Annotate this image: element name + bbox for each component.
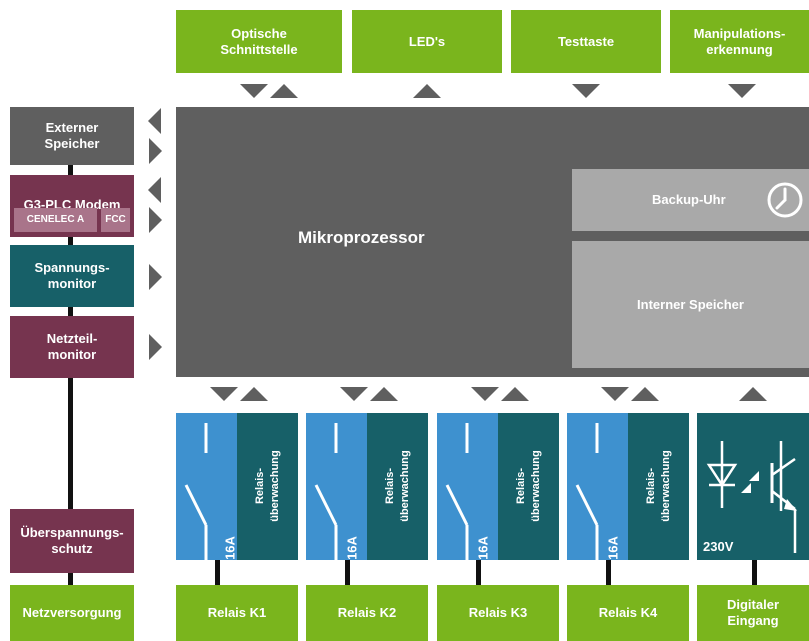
digital-input-line [752, 560, 757, 585]
relay-k1-monitor-box [237, 413, 298, 560]
arrow-left-modem [148, 177, 161, 203]
relay-k1-box: Relais K1 [176, 585, 298, 641]
arrow-up-k1 [240, 387, 268, 401]
power-supply-box: Netzversorgung [10, 585, 134, 641]
arrow-down-testtaste [572, 84, 600, 98]
g3-plc-modem-box: G3-PLC Modem CENELEC A FCC [10, 175, 134, 237]
relay-k3-line [476, 560, 481, 585]
relay-k3-rating: 16A [475, 536, 491, 560]
arrow-down-optical [240, 84, 268, 98]
relay-k2-box: Relais K2 [306, 585, 428, 641]
arrow-down-k1 [210, 387, 238, 401]
relay-k2-rating: 16A [344, 536, 360, 560]
arrow-right-modem [149, 207, 162, 233]
tamper-detection-box: Manipulations- erkennung [670, 10, 809, 73]
relay-k2-monitor-box [367, 413, 428, 560]
relay-k2-monitor-label: Relais- überwachung [384, 450, 411, 522]
relay-k1-monitor-label: Relais- überwachung [254, 450, 281, 522]
external-memory-box: Externer Speicher [10, 107, 134, 165]
relay-k3-switch-icon [445, 423, 469, 560]
arrow-up-k3 [501, 387, 529, 401]
relay-k4-box: Relais K4 [567, 585, 689, 641]
relay-k4-line [606, 560, 611, 585]
optocoupler-icon [706, 441, 797, 553]
arrow-up-optical [270, 84, 298, 98]
voltage-monitor-box: Spannungs- monitor [10, 245, 134, 307]
relay-k1-rating: 16A [222, 536, 238, 560]
arrow-right-external-memory [149, 138, 162, 164]
fcc-tag: FCC [101, 208, 130, 232]
relay-k4-switch-icon [575, 423, 599, 560]
relay-k1-line [215, 560, 220, 585]
optical-interface-box: Optische Schnittstelle [176, 10, 342, 73]
arrow-right-voltage-monitor [149, 264, 162, 290]
relay-k3-monitor-box [498, 413, 559, 560]
digital-input-box: Digitaler Eingang [697, 585, 809, 641]
leds-box: LED's [352, 10, 502, 73]
relay-k4-rating: 16A [605, 536, 621, 560]
relay-k3-monitor-label: Relais- überwachung [515, 450, 542, 522]
microprocessor-label: Mikroprozessor [298, 228, 425, 247]
arrow-down-k4 [601, 387, 629, 401]
arrow-down-k3 [471, 387, 499, 401]
optocoupler-box [697, 413, 809, 560]
surge-protection-box: Überspannungs- schutz [10, 509, 134, 573]
relay-k2-line [345, 560, 350, 585]
relay-k2-switch-icon [314, 423, 338, 560]
digital-input-voltage: 230V [703, 539, 734, 554]
arrow-down-k2 [340, 387, 368, 401]
psu-monitor-box: Netzteil- monitor [10, 316, 134, 378]
arrow-right-psu-monitor [149, 334, 162, 360]
test-button-box: Testtaste [511, 10, 661, 73]
arrow-up-k2 [370, 387, 398, 401]
cenelec-a-tag: CENELEC A [14, 208, 97, 232]
arrow-up-digital-input [739, 387, 767, 401]
relay-k4-monitor-box [628, 413, 689, 560]
arrow-up-k4 [631, 387, 659, 401]
arrow-left-external-memory [148, 108, 161, 134]
relay-k1-switch-icon [184, 423, 208, 560]
internal-memory-box: Interner Speicher [572, 241, 809, 368]
relay-k3-box: Relais K3 [437, 585, 559, 641]
arrow-down-tamper [728, 84, 756, 98]
backup-clock-label: Backup-Uhr [652, 192, 726, 207]
clock-icon [767, 182, 803, 218]
arrow-up-leds [413, 84, 441, 98]
relay-k4-monitor-label: Relais- überwachung [645, 450, 672, 522]
